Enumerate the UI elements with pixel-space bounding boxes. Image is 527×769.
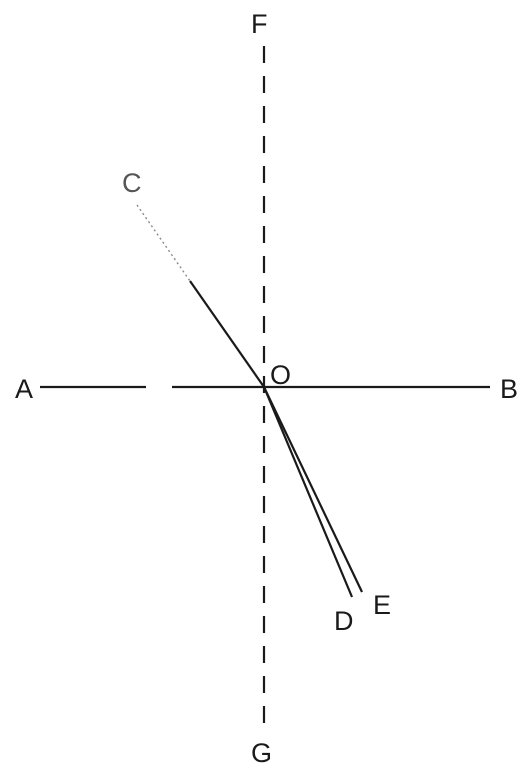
label-c: C [122,168,142,198]
label-g: G [251,738,272,768]
ray-co [189,280,265,388]
label-b: B [500,374,518,404]
label-a: A [15,374,33,404]
label-d: D [334,606,354,636]
ray-od [262,386,354,598]
label-o: O [270,360,291,390]
ray-co-faint [136,204,191,282]
label-e: E [373,590,391,620]
ray-oe [263,386,363,593]
label-f: F [251,9,268,39]
